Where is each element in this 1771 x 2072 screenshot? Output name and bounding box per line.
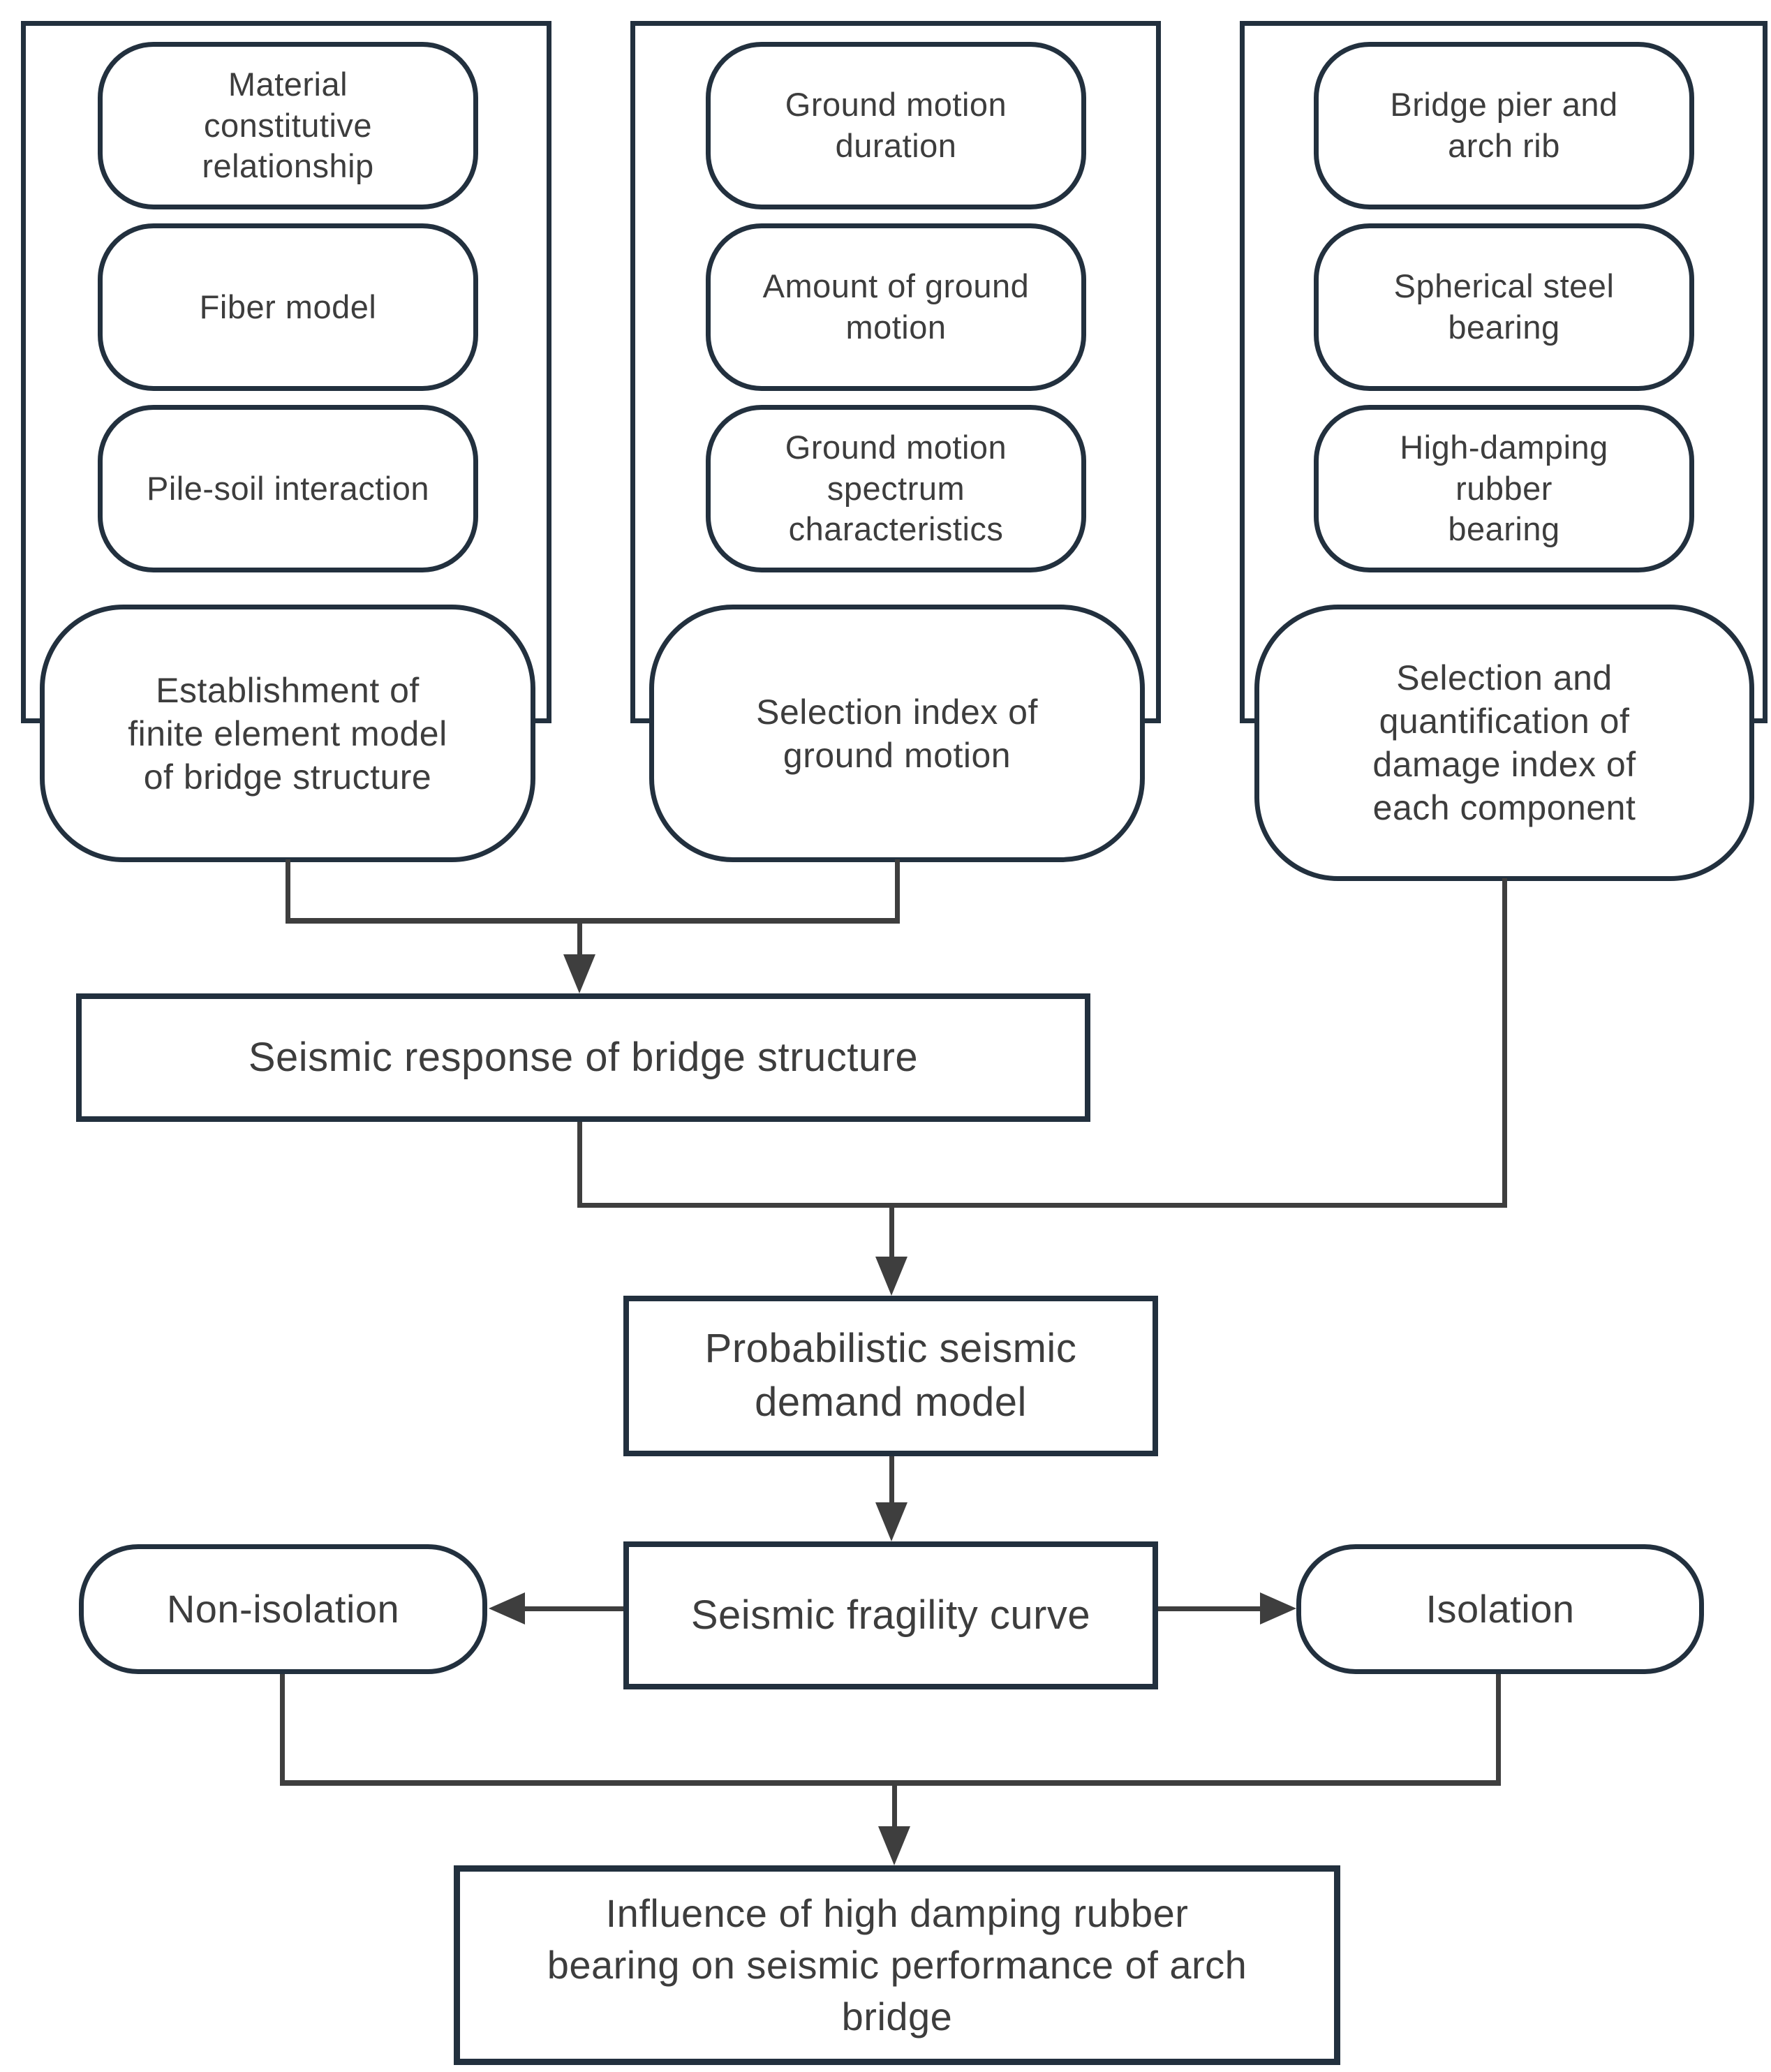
node-isolation: Isolation: [1296, 1544, 1704, 1674]
node-seismic-response: Seismic response of bridge structure: [76, 993, 1090, 1122]
node-selection-quantification-damage-index: Selection and quantification of damage i…: [1254, 605, 1754, 881]
arrow-down-icon: [878, 1826, 910, 1865]
connector-merge-line-bottom: [280, 1780, 1501, 1786]
connector-merge-line-top: [286, 918, 900, 924]
node-fiber-model: Fiber model: [98, 223, 478, 391]
node-amount-of-ground-motion: Amount of ground motion: [706, 223, 1086, 391]
arrow-down-icon: [875, 1502, 907, 1541]
connector-to-seismic-response: [577, 918, 582, 956]
connector-to-conclusion: [892, 1780, 897, 1828]
connector-merge-line-middle: [577, 1203, 1507, 1208]
connector-to-probabilistic-model: [889, 1208, 894, 1258]
connector-seismic-response-down: [577, 1122, 582, 1208]
arrow-down-icon: [875, 1257, 907, 1296]
node-probabilistic-seismic-demand-model: Probabilistic seismic demand model: [623, 1296, 1158, 1456]
node-ground-motion-spectrum-characteristics: Ground motion spectrum characteristics: [706, 405, 1086, 572]
connector-col2-output-down: [895, 859, 900, 921]
node-influence-high-damping-rubber-bearing: Influence of high damping rubber bearing…: [454, 1865, 1340, 2065]
node-establishment-finite-element-model: Establishment of finite element model of…: [40, 605, 535, 862]
connector-to-non-isolation: [522, 1606, 623, 1611]
connector-to-isolation: [1158, 1606, 1263, 1611]
node-ground-motion-duration: Ground motion duration: [706, 42, 1086, 209]
arrow-down-icon: [563, 954, 595, 993]
node-material-constitutive-relationship: Material constitutive relationship: [98, 42, 478, 209]
node-spherical-steel-bearing: Spherical steel bearing: [1314, 223, 1694, 391]
connector-col3-output-down: [1502, 878, 1507, 1208]
node-selection-index-of-ground-motion: Selection index of ground motion: [649, 605, 1145, 862]
node-pile-soil-interaction: Pile-soil interaction: [98, 405, 478, 572]
connector-isolation-down: [1496, 1674, 1501, 1786]
node-non-isolation: Non-isolation: [79, 1544, 487, 1674]
connector-non-isolation-down: [280, 1674, 285, 1786]
node-high-damping-rubber-bearing: High-damping rubber bearing: [1314, 405, 1694, 572]
arrow-left-icon: [489, 1592, 525, 1625]
connector-col1-output-down: [286, 859, 290, 921]
arrow-right-icon: [1260, 1592, 1296, 1625]
node-seismic-fragility-curve: Seismic fragility curve: [623, 1541, 1158, 1689]
connector-to-fragility-curve: [889, 1456, 894, 1504]
node-bridge-pier-and-arch-rib: Bridge pier and arch rib: [1314, 42, 1694, 209]
